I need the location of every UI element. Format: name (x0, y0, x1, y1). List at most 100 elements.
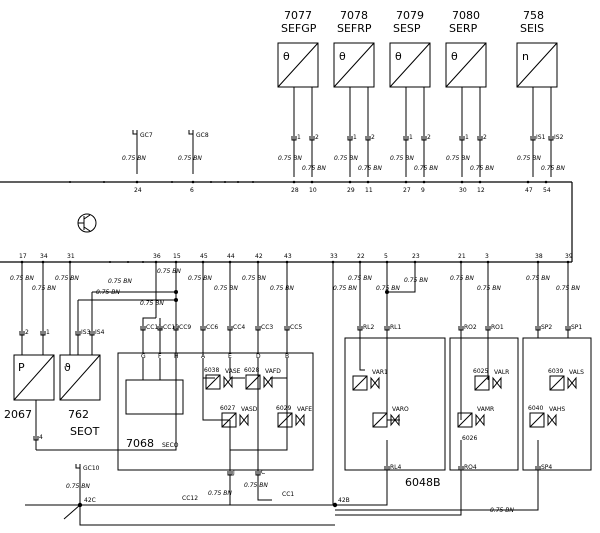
wire-label: 0.75 BN (541, 165, 565, 172)
svg-text:J: J (232, 469, 235, 476)
wire-label: 0.75 BN (188, 275, 212, 282)
svg-text:CC10: CC10 (163, 324, 179, 331)
sensor-pin: 2 (421, 134, 431, 141)
wire-label: 0.75 BN (470, 165, 494, 172)
sensor-number: 7080 (452, 9, 480, 22)
svg-text:SP1: SP1 (571, 324, 582, 331)
svg-text:6038: 6038 (204, 367, 219, 374)
svg-text:RO4: RO4 (464, 464, 477, 471)
bus-pin-label: 30 (459, 187, 467, 194)
sensor-762-number: 762 (68, 408, 89, 421)
bus-pin-label: 24 (134, 187, 142, 194)
ground-gc8: GC8 0.75 BN (178, 130, 209, 174)
sensor-pin: 1 (459, 134, 469, 141)
wire (359, 338, 400, 421)
wire-label: 0.75 BN (10, 275, 34, 282)
bus-pin-label: 23 (412, 253, 420, 260)
vr2-pin: RO1 (485, 324, 504, 331)
wire (270, 358, 288, 420)
svg-text:CC4: CC4 (233, 324, 245, 331)
vr2-pin: RO2 (458, 324, 477, 331)
seco-connector-pin: CC10 (157, 324, 179, 331)
svg-text:IS2: IS2 (554, 134, 564, 141)
pin-762: IS3 (75, 329, 91, 336)
svg-text:IS1: IS1 (536, 134, 546, 141)
wire-label: 0.75 BN (358, 165, 382, 172)
splice-dot (174, 290, 178, 294)
bus-pin-label: 28 (291, 187, 299, 194)
svg-text:6029: 6029 (276, 405, 291, 412)
wire-label: 0.75 BN (477, 285, 501, 292)
svg-text:VASD: VASD (241, 406, 258, 413)
svg-text:IS4: IS4 (95, 329, 105, 336)
sensor-number: 7078 (340, 9, 368, 22)
splice-42b-label: 42B (338, 497, 350, 504)
valve-varo: VARO (372, 406, 409, 428)
sensor-2067-glyph: P (18, 361, 25, 374)
svg-text:H: H (174, 353, 179, 360)
wiring: 0.75 BN0.75 BN0.75 BN0.75 BN0.75 BN0.75 … (10, 87, 580, 516)
valve-block-1 (344, 337, 446, 471)
bus-pin-label: 38 (535, 253, 543, 260)
vr1-pin: RL2 (357, 324, 375, 331)
svg-text:RO1: RO1 (491, 324, 504, 331)
sensor-pin: IS1 (530, 134, 546, 141)
sensor-pin: IS2 (548, 134, 564, 141)
sensor-glyph: θ (451, 50, 458, 63)
svg-text:IS3: IS3 (81, 329, 91, 336)
svg-text:RO2: RO2 (464, 324, 477, 331)
sensor-glyph: θ (283, 50, 290, 63)
wire-label: 0.75 BN (270, 285, 294, 292)
wire (386, 262, 416, 293)
svg-text:G: G (141, 353, 146, 360)
splice-dot (174, 298, 178, 302)
svg-text:2: 2 (25, 329, 29, 336)
wire-label: 0.75 BN (157, 268, 181, 275)
splice-dot (385, 290, 389, 294)
svg-text:6025: 6025 (473, 368, 488, 375)
svg-text:6039: 6039 (548, 368, 563, 375)
gc10-label: GC10 (83, 465, 100, 472)
svg-text:CC11: CC11 (146, 324, 162, 331)
bus-pin-label: 5 (384, 253, 388, 260)
wire-label: 0.75 BN (214, 285, 238, 292)
wire (460, 338, 489, 420)
seco-connector-pin: CC3 (255, 324, 273, 331)
svg-text:E: E (228, 353, 232, 360)
svg-text:6028: 6028 (244, 367, 259, 374)
bus-pin-label: 21 (458, 253, 466, 260)
svg-text:VALS: VALS (569, 369, 584, 376)
wire-label: 0.75 BN (517, 155, 541, 162)
svg-text:CC9: CC9 (179, 324, 191, 331)
wire-label: 0.75 BN (490, 507, 514, 514)
wire-label: 0.75 BN (556, 285, 580, 292)
sensor-number: 758 (523, 9, 544, 22)
sensor-glyph: θ (339, 50, 346, 63)
sensor-pin: 2 (309, 134, 319, 141)
vr2-bottom-pin: RO4 (458, 464, 477, 471)
bus-pin-label: 42 (255, 253, 263, 260)
sensor-762-code: SEOT (70, 425, 100, 438)
wire-label: 0.75 BN (446, 155, 470, 162)
pin-762: IS4 (89, 329, 105, 336)
valve-block-3 (522, 337, 592, 471)
svg-text:VAMR: VAMR (477, 406, 494, 413)
seco-bottom-pin: J (227, 469, 235, 476)
vr1-bottom-pin: RL4 (384, 464, 402, 471)
bus-pin-label: 29 (347, 187, 355, 194)
sensor-number: 7079 (396, 9, 424, 22)
bus-pin-label: 9 (421, 187, 425, 194)
svg-text:1: 1 (353, 134, 357, 141)
wire-label: 0.75 BN (55, 275, 79, 282)
vr3-bottom-pin: SP4 (535, 464, 552, 471)
bus-pin-label: 6 (190, 187, 194, 194)
svg-text:6040: 6040 (528, 405, 543, 412)
wire (257, 480, 272, 501)
svg-text:RL4: RL4 (390, 464, 402, 471)
bus-pin-label: 15 (173, 253, 181, 260)
